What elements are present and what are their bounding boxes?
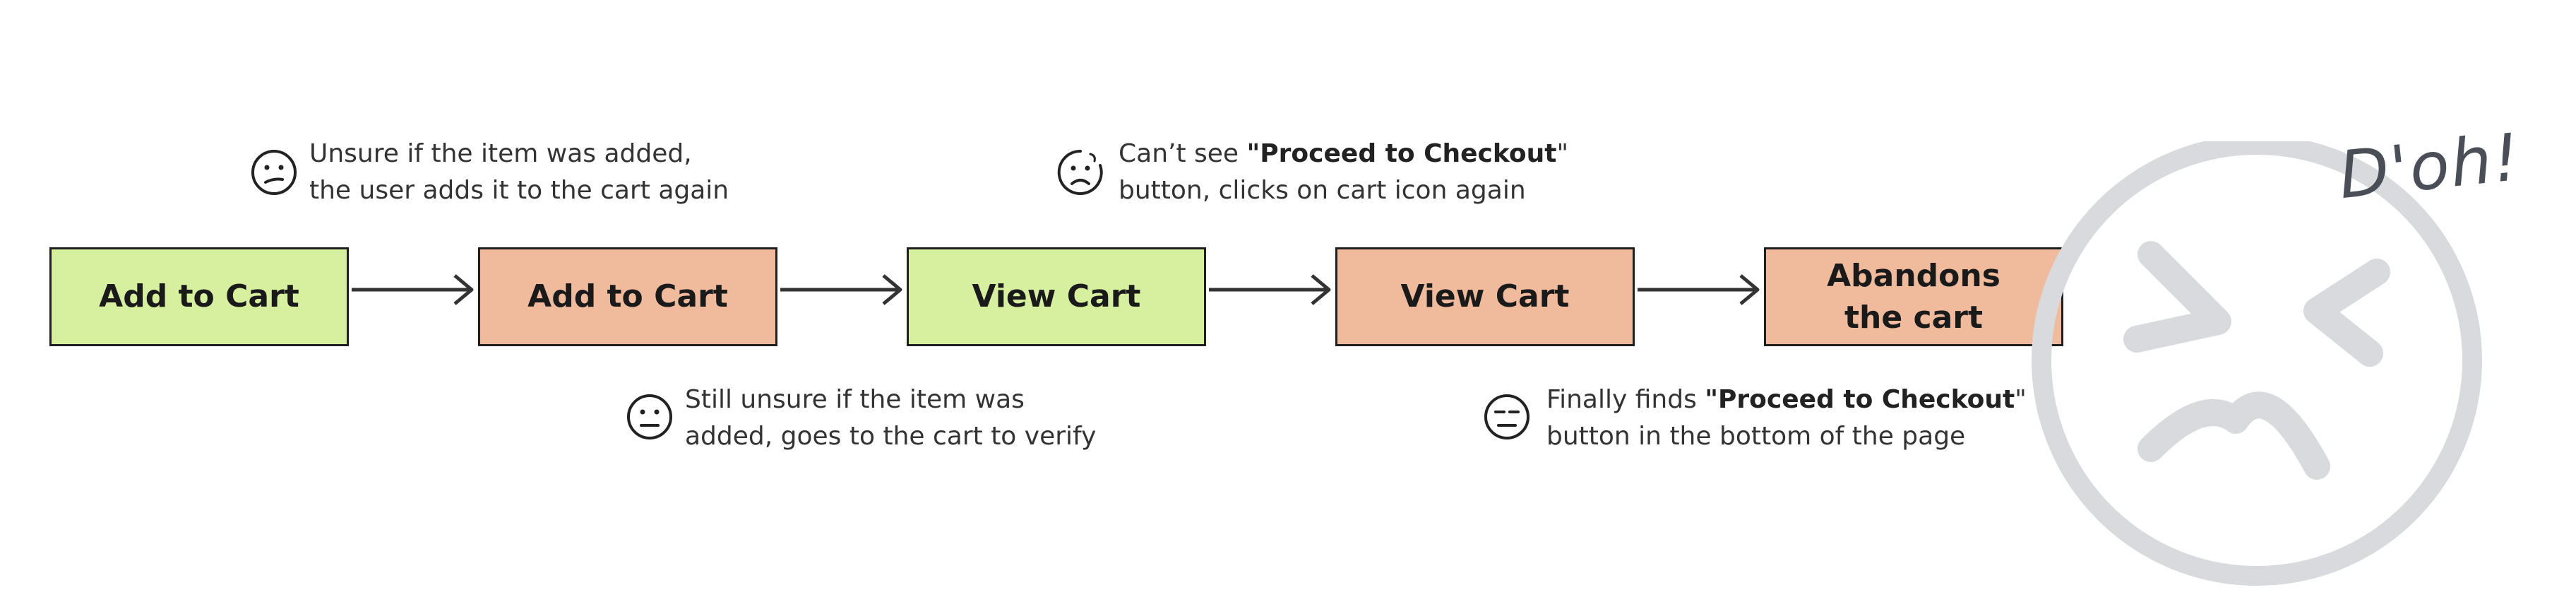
arrow-4-icon	[1638, 274, 1760, 305]
step-3-label: View Cart	[972, 278, 1141, 315]
note-4: Finally finds "Proceed to Checkout" butt…	[1546, 382, 2027, 455]
step-5-box: Abandons the cart	[1764, 247, 2063, 346]
frustrated-face-icon	[2032, 141, 2482, 586]
confused-face-icon	[251, 150, 297, 195]
note-2-line-1: Still unsure if the item was	[685, 385, 1025, 414]
note-4-line-1: Finally finds "Proceed to Checkout"	[1546, 385, 2027, 414]
step-1-label: Add to Cart	[99, 278, 299, 315]
arrow-3-icon	[1209, 274, 1331, 305]
doh-exclamation: D'oh!	[2335, 119, 2524, 214]
arrow-2-icon	[780, 274, 902, 305]
step-1-box: Add to Cart	[49, 247, 349, 346]
arrow-1-icon	[352, 274, 474, 305]
note-2-line-2: added, goes to the cart to verify	[685, 422, 1097, 451]
step-3-box: View Cart	[907, 247, 1206, 346]
note-2: Still unsure if the item was added, goes…	[685, 382, 1096, 455]
step-5-label: Abandons the cart	[1827, 257, 2000, 336]
note-4-line-2: button in the bottom of the page	[1546, 422, 1966, 451]
step-2-label: Add to Cart	[527, 278, 728, 315]
note-1-line-2: the user adds it to the cart again	[309, 176, 729, 205]
expressionless-face-icon	[1484, 394, 1530, 439]
note-1: Unsure if the item was added, the user a…	[309, 136, 729, 209]
step-2-box: Add to Cart	[478, 247, 777, 346]
note-1-line-1: Unsure if the item was added,	[309, 139, 692, 168]
note-3: Can’t see "Proceed to Checkout" button, …	[1119, 136, 1568, 209]
note-3-line-2: button, clicks on cart icon again	[1119, 176, 1526, 205]
neutral-face-icon	[627, 394, 672, 439]
step-4-box: View Cart	[1335, 247, 1635, 346]
note-3-line-1: Can’t see "Proceed to Checkout"	[1119, 139, 1569, 168]
step-4-label: View Cart	[1400, 278, 1570, 315]
worried-face-icon	[1057, 149, 1103, 195]
